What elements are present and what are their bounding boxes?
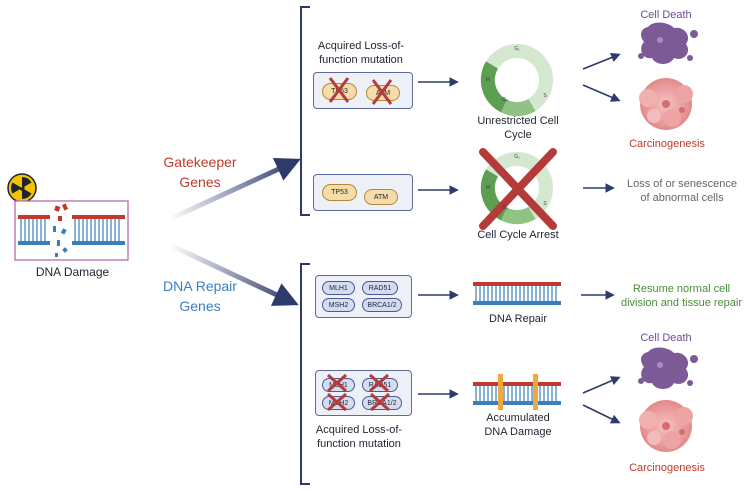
cell-death-label-bottom: Cell Death — [640, 332, 692, 344]
cycle-phase-m: M — [485, 77, 491, 83]
cycle-phase-s: S — [543, 201, 547, 207]
cycle-phase-g1: G₁ — [514, 46, 520, 52]
gene-tp53: TP53 — [322, 184, 357, 201]
dna-repair-label: DNA Repair — [488, 313, 548, 325]
mutated-gatekeeper-panel: TP53 ATM — [313, 72, 413, 109]
dna-repair-genes-label: DNA Repair Genes — [163, 278, 237, 315]
gene-msh2: MSH2 — [322, 298, 355, 312]
repaired-dna-icon — [473, 282, 561, 305]
repair-bracket — [300, 263, 310, 485]
arrow-to-death-top — [582, 53, 621, 70]
dead-cell-icon-top — [638, 22, 698, 64]
cycle-phase-g1: G₁ — [514, 154, 520, 160]
carcinogenesis-label-top: Carcinogenesis — [629, 138, 705, 150]
mutation-label-top: Acquired Loss-of- function mutation — [317, 40, 405, 66]
tumor-icon-top — [639, 78, 693, 130]
cycle-phase-g2: G₂ — [502, 97, 508, 103]
tumor-icon-bottom — [639, 400, 693, 452]
cell-cycle-icon — [480, 44, 553, 117]
cell-cycle-arrest-label: Cell Cycle Arrest — [477, 229, 559, 241]
unrestricted-cycle-label: Unrestricted Cell Cycle — [477, 115, 559, 141]
damaged-dna-icon — [14, 200, 129, 261]
mutation-label-bottom: Acquired Loss-of- function mutation — [315, 424, 403, 450]
resume-division-label: Resume normal cell division and tissue r… — [620, 283, 743, 309]
dead-cell-icon-bottom — [638, 347, 698, 389]
gene-tp53-mutated: TP53 — [322, 83, 357, 100]
senescence-label: Loss of or senescence of abnormal cells — [626, 178, 738, 204]
cell-cycle-arrest-icon — [479, 148, 557, 230]
gene-brca12-mutated: BRCA1/2 — [362, 396, 402, 410]
arrow-to-carcinogenesis-bottom — [582, 404, 621, 424]
cycle-phase-m: M — [485, 185, 491, 191]
arrow-to-carcinogenesis-top — [582, 84, 621, 102]
arrow-to-repair — [168, 242, 299, 306]
normal-repair-panel: MLH1 RAD51 MSH2 BRCA1/2 — [315, 275, 412, 318]
arrow-to-gatekeeper — [168, 157, 301, 222]
carcinogenesis-label-bottom: Carcinogenesis — [629, 462, 705, 474]
accumulated-damage-label: Accumulated DNA Damage — [484, 412, 552, 438]
gene-rad51: RAD51 — [362, 281, 398, 295]
gene-brca12: BRCA1/2 — [362, 298, 402, 312]
accumulated-damage-dna-icon — [473, 374, 561, 410]
normal-gatekeeper-panel: TP53 ATM — [313, 174, 413, 211]
gatekeeper-bracket — [300, 6, 310, 216]
cell-death-label-top: Cell Death — [640, 9, 692, 21]
cycle-phase-g2: G₂ — [502, 205, 508, 211]
gene-atm-mutated: ATM — [366, 85, 400, 101]
gene-atm: ATM — [364, 189, 398, 205]
cycle-phase-s: S — [543, 93, 547, 99]
gene-mlh1-mutated: MLH1 — [322, 378, 355, 392]
radiation-icon — [7, 173, 37, 203]
gene-msh2-mutated: MSH2 — [322, 396, 355, 410]
gatekeeper-genes-label: Gatekeeper Genes — [163, 154, 237, 191]
arrow-to-death-bottom — [582, 376, 621, 394]
dna-damage-label: DNA Damage — [35, 265, 110, 279]
gene-rad51-mutated: RAD51 — [362, 378, 398, 392]
gene-mlh1: MLH1 — [322, 281, 355, 295]
mutated-repair-panel: MLH1 RAD51 MSH2 BRCA1/2 — [315, 370, 412, 416]
